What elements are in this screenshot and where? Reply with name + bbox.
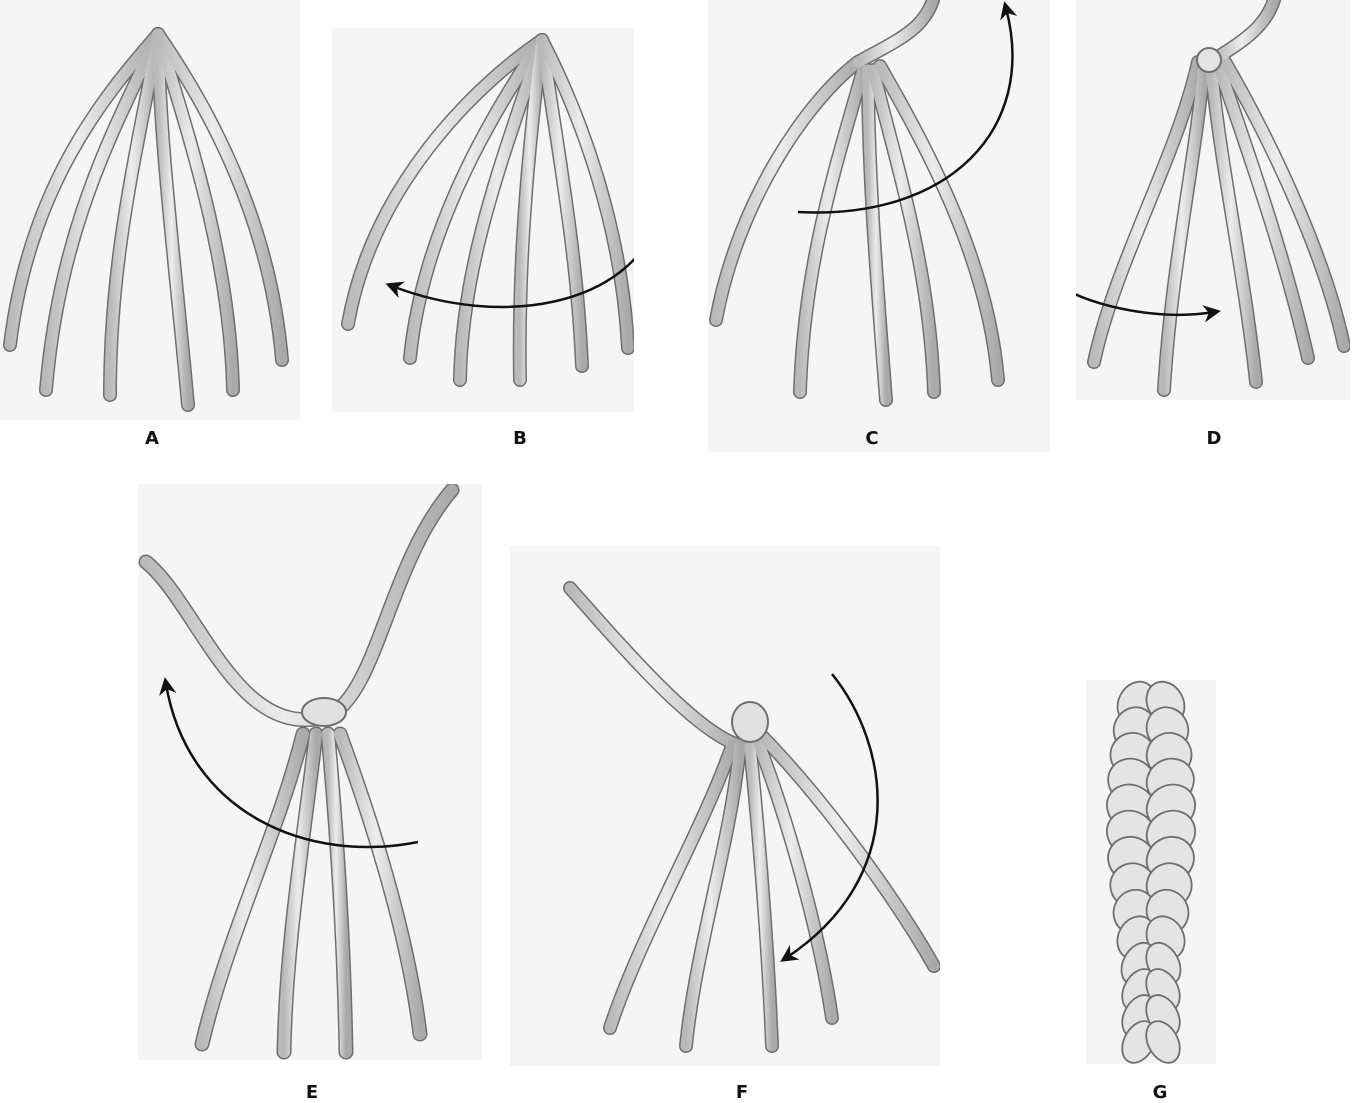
step-label-c: C xyxy=(852,428,892,449)
step-label-g: G xyxy=(1140,1082,1180,1103)
knot-illustration xyxy=(302,698,346,726)
strands-fanned-illustration xyxy=(0,0,300,420)
strands-knot-illustration xyxy=(1076,0,1350,400)
step-a-illustration xyxy=(0,0,300,420)
step-c-illustration xyxy=(708,0,1050,452)
step-b-illustration xyxy=(332,28,634,412)
step-label-b: B xyxy=(500,428,540,449)
step-label-a: A xyxy=(132,428,172,449)
knot-illustration xyxy=(732,702,768,742)
step-e-illustration xyxy=(138,484,482,1060)
strands-loop-illustration xyxy=(138,484,482,1060)
step-g-illustration xyxy=(1086,680,1216,1064)
step-d-illustration xyxy=(1076,0,1350,400)
step-label-d: D xyxy=(1194,428,1234,449)
strands-wrap-illustration xyxy=(708,0,1050,452)
step-label-f: F xyxy=(722,1082,762,1103)
strands-second-wrap-illustration xyxy=(510,546,940,1066)
step-label-e: E xyxy=(292,1082,332,1103)
knot-illustration xyxy=(1197,48,1221,72)
step-f-illustration xyxy=(510,546,940,1066)
finished-braid-illustration xyxy=(1086,680,1216,1064)
strands-first-cross-illustration xyxy=(332,28,634,412)
